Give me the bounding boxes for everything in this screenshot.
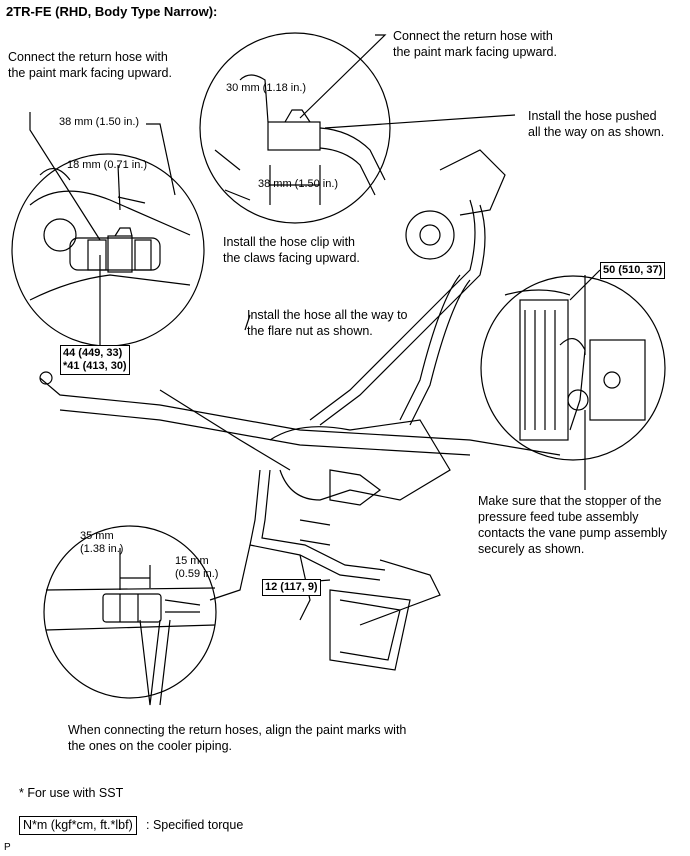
dim-35mm: 35 mm (1.38 in.) bbox=[80, 530, 124, 555]
note-return-hose-center: Connect the return hose with the paint m… bbox=[393, 29, 557, 59]
dim-38mm-center: 38 mm (1.50 in.) bbox=[258, 178, 339, 190]
dim-30mm: 30 mm (1.18 in.) bbox=[226, 82, 307, 94]
page-mark: P bbox=[4, 842, 11, 853]
steering-assembly bbox=[39, 149, 561, 671]
legend-torque-text: : Specified torque bbox=[146, 818, 244, 832]
legend-torque-box: N*m (kgf*cm, ft.*lbf) bbox=[19, 816, 137, 835]
hose-clip-detail bbox=[29, 168, 191, 301]
dim-15mm: 15 mm (0.59 in.) bbox=[175, 555, 219, 580]
dim-18mm: 18 mm (0.71 in.) bbox=[67, 159, 148, 171]
dim-38mm-left: 38 mm (1.50 in.) bbox=[59, 116, 140, 128]
note-hose-clip: Install the hose clip with the claws fac… bbox=[223, 235, 360, 265]
note-return-hose-left: Connect the return hose with the paint m… bbox=[8, 50, 172, 80]
torque-label-44: 44 (449, 33) *41 (413, 30) bbox=[60, 345, 130, 375]
note-flare-nut: Install the hose all the way to the flar… bbox=[247, 308, 408, 338]
cooler-piping-detail bbox=[45, 587, 216, 631]
note-hose-pushed: Install the hose pushed all the way on a… bbox=[528, 109, 665, 139]
detail-circle-right bbox=[480, 275, 666, 461]
torque-label-12: 12 (117, 9) bbox=[262, 579, 321, 596]
return-hose-detail bbox=[214, 74, 386, 205]
page-title: 2TR-FE (RHD, Body Type Narrow): bbox=[6, 4, 218, 19]
vane-pump-detail bbox=[504, 289, 646, 441]
torque-label-50: 50 (510, 37) bbox=[600, 262, 666, 279]
detail-circle-bottom bbox=[43, 525, 217, 699]
note-paint-marks: When connecting the return hoses, align … bbox=[68, 723, 407, 753]
detail-circle-top bbox=[199, 32, 391, 224]
footnote: * For use with SST bbox=[19, 786, 124, 800]
note-stopper: Make sure that the stopper of the pressu… bbox=[478, 494, 667, 556]
